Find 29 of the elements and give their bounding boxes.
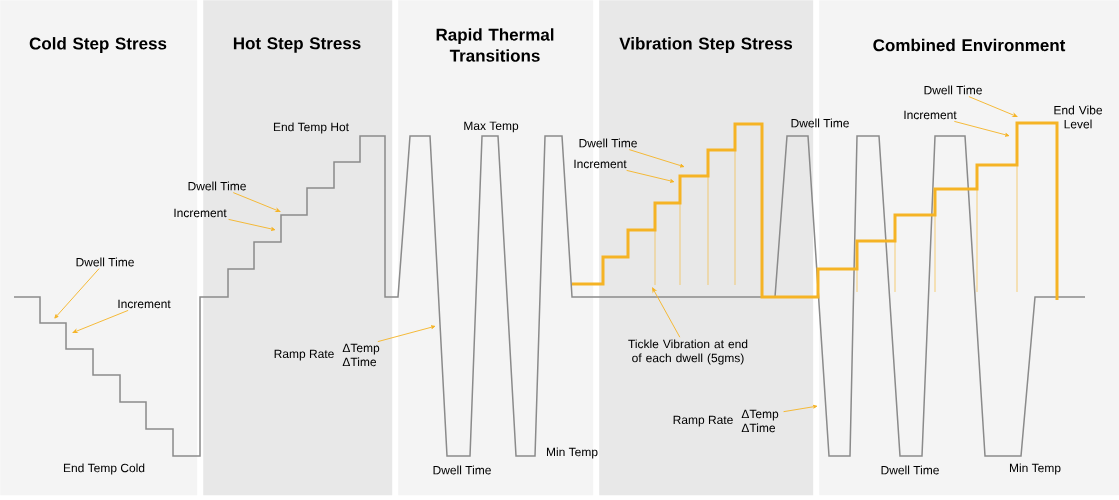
annotation-text: Increment <box>574 159 627 169</box>
annotation-text: End Vibe Level <box>1054 105 1103 129</box>
annotation-text: Tickle Vibration at end of each dwell (5gms) <box>628 339 748 365</box>
annotation-text: Dwell Time <box>924 85 982 95</box>
annotation-text: Increment <box>174 208 227 218</box>
annotation-text: Max Temp <box>464 121 519 133</box>
leader-arrow <box>72 309 129 334</box>
annotation-text: Dwell Time <box>76 257 134 267</box>
leader-arrow <box>652 287 681 338</box>
annotation-text: End Temp Cold <box>64 463 145 475</box>
annotation-text: Dwell Time <box>188 181 246 191</box>
leader-arrow <box>953 120 1010 137</box>
leader-arrow <box>377 325 436 343</box>
leader-arrow <box>968 96 1018 117</box>
leader-arrow <box>783 404 818 413</box>
annotation-text: Dwell Time <box>881 465 939 475</box>
leader-arrow <box>228 218 276 231</box>
annotation-text: Increment <box>118 299 171 309</box>
leader-arrow <box>232 192 281 213</box>
annotation-text: Dwell Time <box>791 118 849 128</box>
annotation-text: Dwell Time <box>579 138 637 148</box>
leader-arrow <box>54 268 100 319</box>
leader-arrow <box>626 169 675 183</box>
annotation-text: End Temp Hot <box>274 122 349 134</box>
leader-arrow <box>628 149 685 168</box>
annotation-text: Dwell Time <box>433 465 491 475</box>
annotation-text: Increment <box>904 110 957 120</box>
annotation-text: Min Temp <box>547 447 598 459</box>
annotation-text: Min Temp <box>1010 463 1061 475</box>
